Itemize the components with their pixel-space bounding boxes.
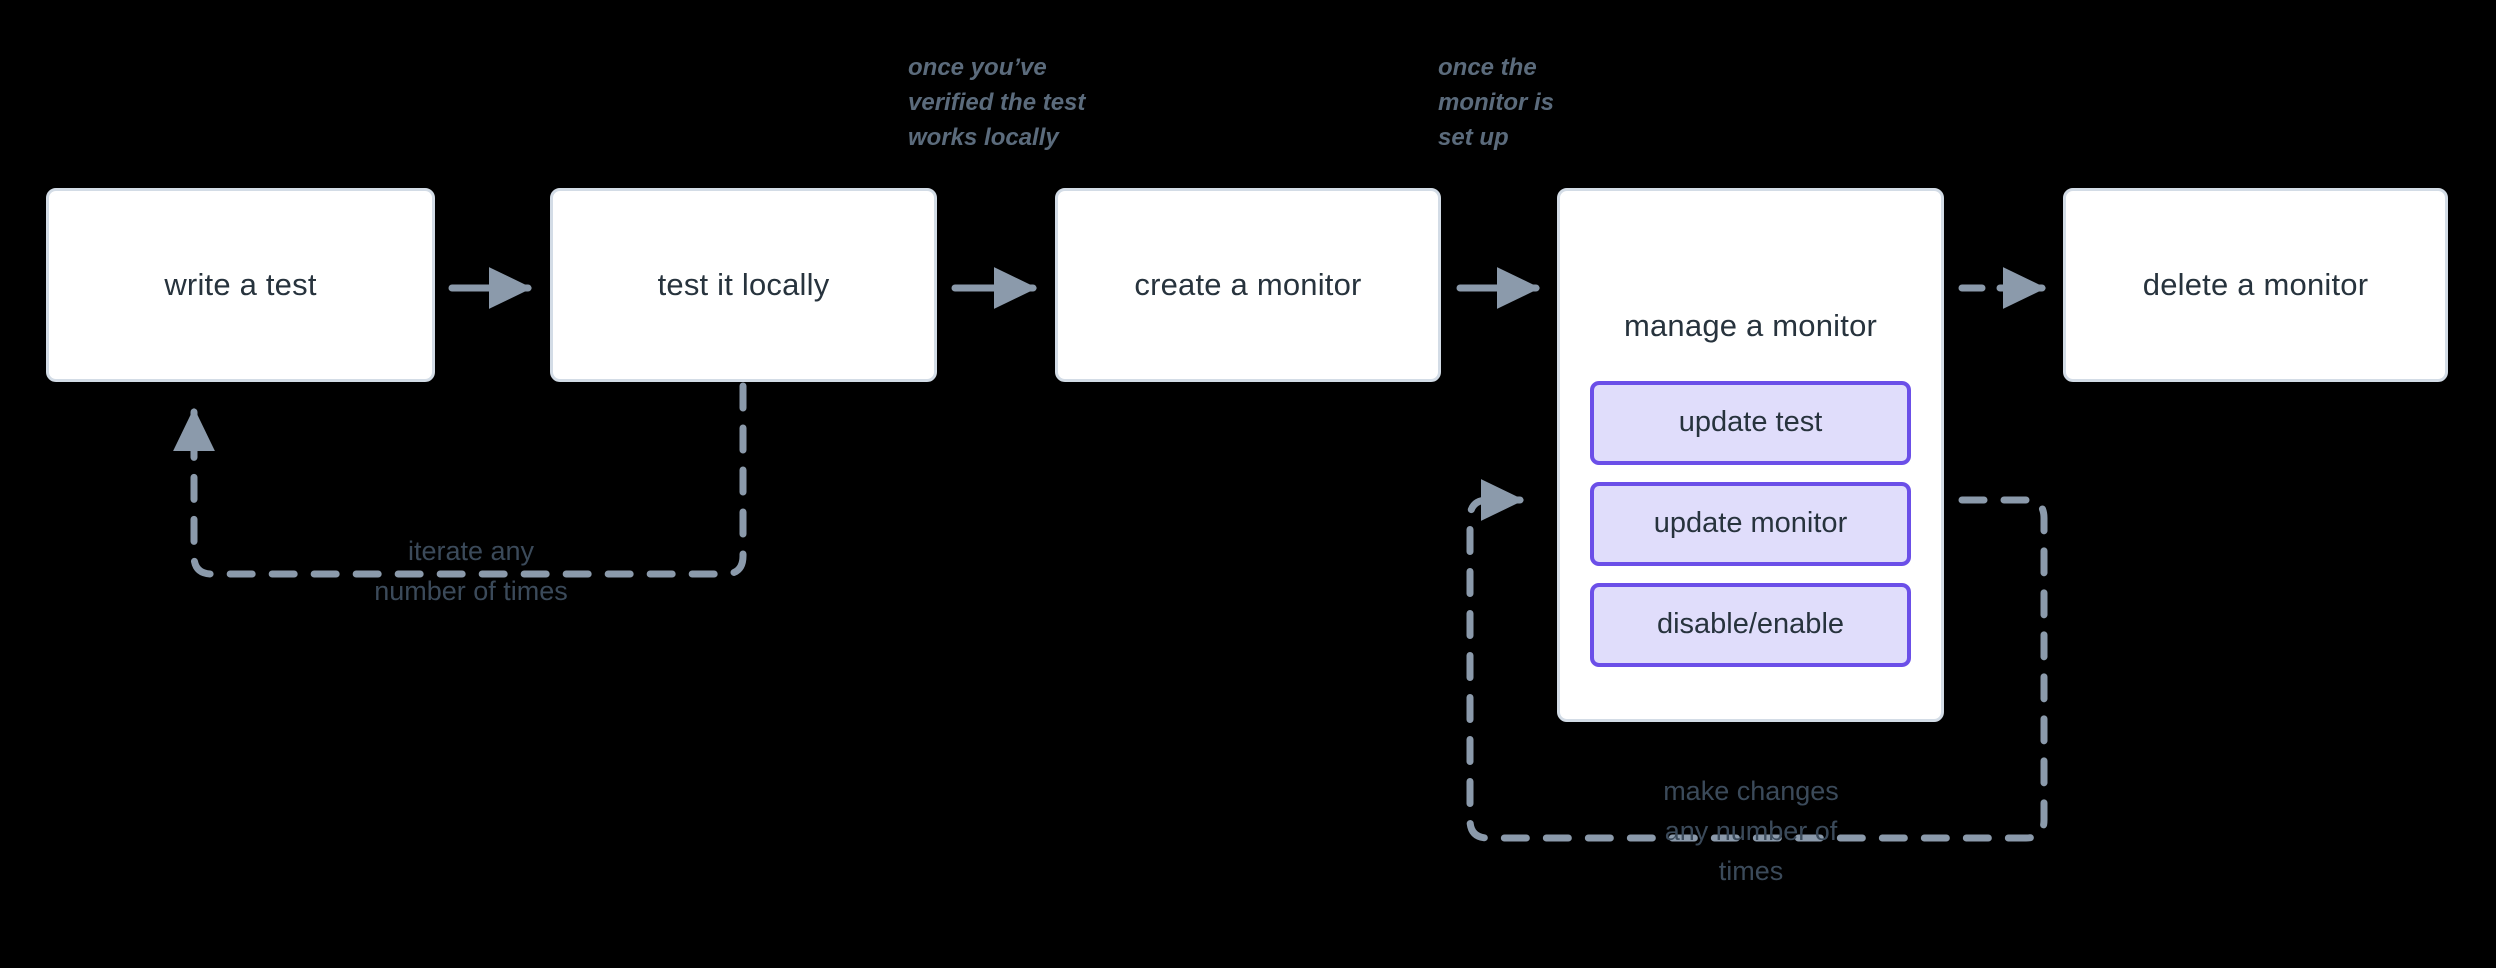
node-create-a-monitor[interactable]: create a monitor xyxy=(1055,188,1441,382)
sub-node-update-monitor[interactable]: update monitor xyxy=(1590,481,1911,566)
node-label: test it locally xyxy=(657,267,830,303)
sub-node-label: disable/enable xyxy=(1656,608,1845,641)
annotation-setup: once the monitor is set up xyxy=(1438,54,1555,152)
node-test-it-locally[interactable]: test it locally xyxy=(550,188,937,382)
loop-label-iterate: iterate any number of times xyxy=(374,536,568,606)
node-label: delete a monitor xyxy=(2142,267,2369,303)
node-label: write a test xyxy=(164,267,317,303)
annotation-verified: once you’ve verified the test works loca… xyxy=(908,54,1086,152)
sub-node-label: update test xyxy=(1678,406,1823,439)
node-manage-a-monitor[interactable]: manage a monitor update test update moni… xyxy=(1557,188,1944,722)
node-label: manage a monitor xyxy=(1623,308,1878,344)
manage-monitor-actions: update test update monitor disable/enabl… xyxy=(1560,380,1941,667)
node-label: create a monitor xyxy=(1134,267,1362,303)
sub-node-label: update monitor xyxy=(1653,507,1848,540)
edge-iterate-loop xyxy=(173,382,747,578)
loop-label-changes: make changes any number of times xyxy=(1663,776,1839,886)
sub-node-disable-enable[interactable]: disable/enable xyxy=(1590,582,1911,667)
sub-node-update-test[interactable]: update test xyxy=(1590,380,1911,465)
node-write-a-test[interactable]: write a test xyxy=(46,188,435,382)
edge-changes-loop xyxy=(1466,479,2048,842)
node-delete-a-monitor[interactable]: delete a monitor xyxy=(2063,188,2448,382)
